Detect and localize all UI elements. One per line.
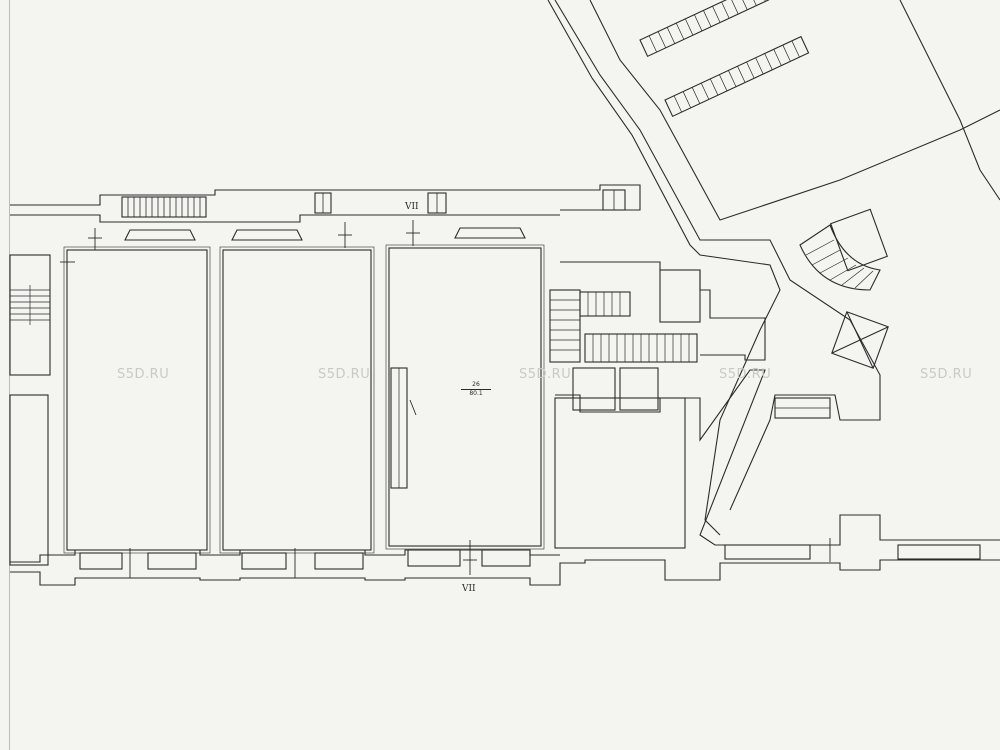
small-room-a xyxy=(572,367,616,411)
elevator-shaft xyxy=(831,311,889,369)
right-wing-outer-wall xyxy=(547,0,781,536)
room-1-outer xyxy=(63,246,211,554)
watermark-5: S5D.RU xyxy=(920,367,973,382)
room-number: 26 xyxy=(472,381,480,388)
middle-stair-block xyxy=(549,261,766,411)
lower-right-window-1 xyxy=(724,544,811,560)
right-wing xyxy=(547,0,1000,536)
room-1 xyxy=(66,249,208,551)
right-wing-upper-wall xyxy=(589,0,1000,221)
top-window-strips xyxy=(121,189,626,218)
right-wing-far-wall xyxy=(899,0,1000,201)
stair-block-outline xyxy=(560,261,766,361)
outer-wall-bottom-inner xyxy=(10,549,560,563)
bottom-window-5 xyxy=(407,549,461,567)
recess-1 xyxy=(124,229,196,241)
watermark-2: S5D.RU xyxy=(318,367,371,382)
bottom-window-2 xyxy=(147,552,197,570)
outer-wall-top xyxy=(10,184,641,211)
right-wing-inner-wall xyxy=(554,0,881,511)
watermark-3: S5D.RU xyxy=(519,367,572,382)
curved-stair-landing xyxy=(830,208,888,272)
left-small-room xyxy=(9,394,49,566)
elevator-x-2 xyxy=(831,326,889,354)
room-26 xyxy=(388,247,542,547)
landing xyxy=(659,269,701,323)
axis-label-top: VII xyxy=(405,202,419,212)
left-stair-room xyxy=(9,254,51,376)
curved-stair xyxy=(799,224,881,291)
room-26-outer xyxy=(385,244,545,550)
outer-wall-group xyxy=(10,184,1000,586)
watermark-1: S5D.RU xyxy=(117,367,170,382)
stair-flight-b xyxy=(579,291,631,317)
lower-right-room xyxy=(554,369,1000,560)
lower-right-window-2 xyxy=(897,544,981,560)
watermark-4: S5D.RU xyxy=(719,367,772,382)
stair-strip-top-2 xyxy=(664,35,810,118)
room-area: 80.1 xyxy=(461,389,491,397)
bottom-window-1 xyxy=(79,552,123,570)
axis-label-bottom: VII xyxy=(462,584,476,594)
small-room-b xyxy=(619,367,659,411)
room-2 xyxy=(222,249,372,551)
room-2-outer xyxy=(219,246,375,554)
bottom-window-3 xyxy=(241,552,287,570)
stair-flight-a xyxy=(549,289,581,363)
lower-right-wall xyxy=(555,369,1000,546)
bottom-window-6 xyxy=(481,549,531,567)
stair-strip-top-1 xyxy=(639,0,785,58)
recess-3 xyxy=(454,227,526,239)
rooms-group xyxy=(9,227,545,570)
outer-wall-top-inner xyxy=(10,214,560,223)
lower-right-main xyxy=(554,397,686,549)
outer-wall-bottom xyxy=(10,559,1000,586)
recess-2 xyxy=(231,229,303,241)
axis-ticks xyxy=(60,220,831,578)
bottom-window-4 xyxy=(314,552,364,570)
